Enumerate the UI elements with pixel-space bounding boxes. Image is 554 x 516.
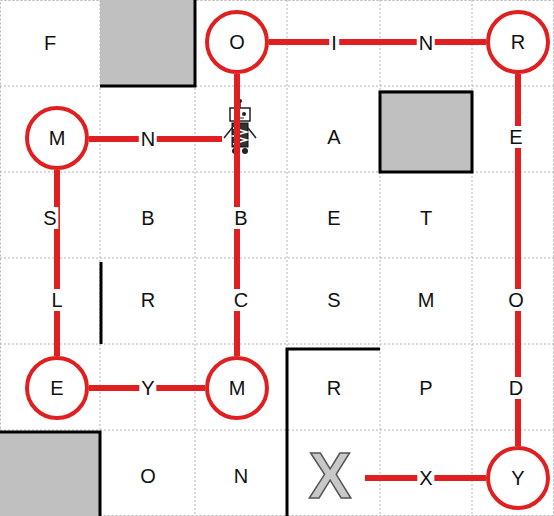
grid-letter: T <box>418 207 434 229</box>
wall <box>0 0 472 516</box>
path-segment <box>269 39 486 45</box>
grid-letter: F <box>42 32 58 54</box>
letter: R <box>511 31 525 53</box>
grid-letter: B <box>139 207 156 229</box>
grid-letter: B <box>232 207 249 229</box>
letter: Y <box>511 467 524 489</box>
grid-letter: N <box>232 465 250 487</box>
circled-letter: E <box>25 356 89 420</box>
letter: M <box>229 377 246 399</box>
letter: O <box>229 31 245 53</box>
path-segment <box>89 139 486 478</box>
circled-letter: M <box>205 356 269 420</box>
grid-letter: A <box>325 126 342 148</box>
blocked-cell <box>100 0 195 86</box>
grid-letter: P <box>417 377 434 399</box>
blocked-cell <box>380 90 472 172</box>
circled-letter: M <box>25 106 89 170</box>
circled-letter: O <box>205 10 269 74</box>
grid-letter: D <box>507 377 525 399</box>
goal-mark: X <box>307 441 354 511</box>
grid-letter: R <box>139 289 157 311</box>
circled-letter: R <box>486 10 550 74</box>
grid-letter: I <box>329 32 339 54</box>
grid-letter: N <box>139 128 157 150</box>
grid-letter: O <box>138 465 158 487</box>
grid-letter: E <box>325 207 342 229</box>
grid-letter: L <box>49 289 64 311</box>
grid-letter: S <box>41 207 58 229</box>
blocked-cell <box>0 432 100 516</box>
path-segment <box>54 170 60 356</box>
circled-letter: Y <box>486 446 550 510</box>
grid-letter: Y <box>139 377 156 399</box>
grid-letter: X <box>417 467 434 489</box>
grid-letter: C <box>232 289 250 311</box>
grid-letter: N <box>417 32 435 54</box>
grid-letter: R <box>325 377 343 399</box>
grid-letter: S <box>325 289 342 311</box>
grid-letter: M <box>416 289 437 311</box>
grid-letter: O <box>506 289 526 311</box>
letter: E <box>50 377 63 399</box>
grid-letter: E <box>507 126 524 148</box>
letter: M <box>49 127 66 149</box>
